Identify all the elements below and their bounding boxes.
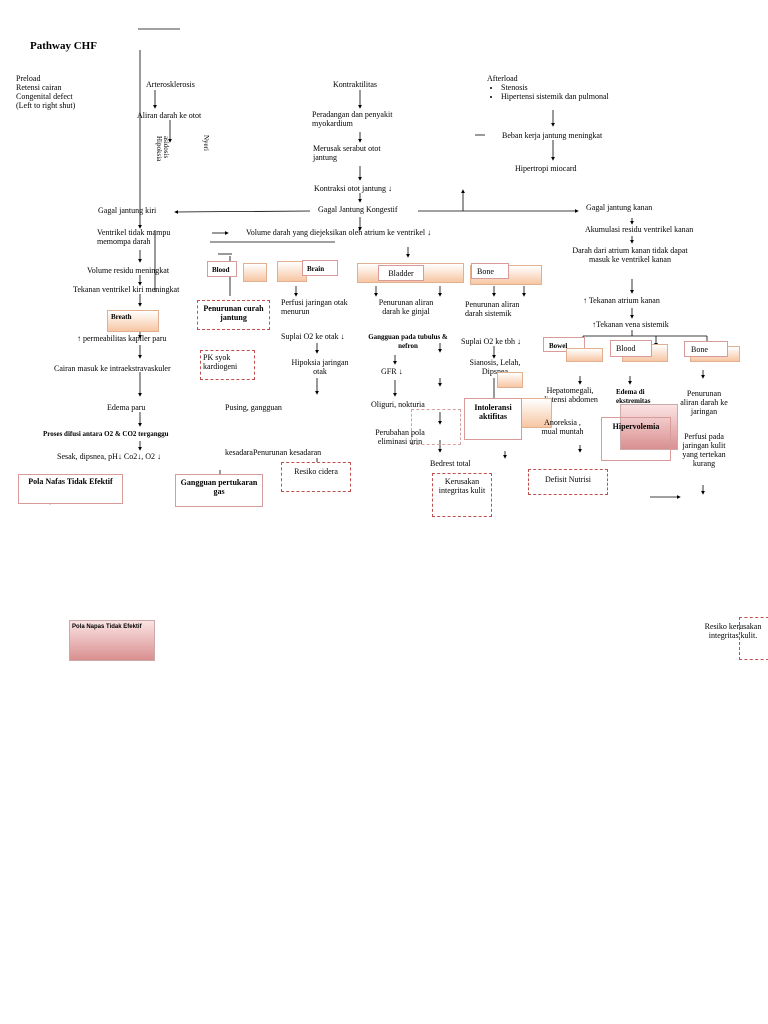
box-bowel-shade (566, 348, 603, 362)
node-penurunan-jaringan: Penurunan aliran darah ke jaringan (680, 389, 728, 416)
problem-kerusakan-kulit-text: Kerusakan integritas kulit (438, 477, 486, 495)
box-bone-2-label: Bone (691, 345, 708, 354)
node-afterload: Afterload Stenosis Hipertensi sistemik d… (487, 74, 609, 101)
node-gangguan-tubulus: Gangguan pada tubulus & nefron (368, 333, 448, 350)
node-sesak: Sesak, dipsnea, pH↓ Co2↓, O2 ↓ (57, 452, 161, 461)
node-perfusi-kulit: Perfusi pada jaringan kulit yang terteka… (682, 432, 726, 468)
box-blood-1-label: Blood (212, 266, 230, 274)
node-suplai-otak: Suplai O2 ke otak ↓ (281, 332, 345, 341)
box-brain-label: Brain (307, 265, 325, 273)
box-bowel-label: Bowel (549, 342, 568, 350)
box-breath (107, 310, 159, 332)
node-kontraksi: Kontraksi otot jantung ↓ (314, 184, 392, 193)
box-blood-2-label: Blood (616, 344, 636, 353)
problem-pola-napas-lower-text: Pola Napas Tidak Efektif (72, 624, 142, 630)
node-anoreksia: Anoreksia , mual muntah (541, 418, 584, 436)
afterload-title: Afterload (487, 74, 518, 83)
node-arterosklerosis: Arterosklerosis (146, 80, 195, 89)
node-aliran-darah: Aliran darah ke otot (137, 111, 202, 120)
node-edema-paru: Edema paru (107, 403, 146, 412)
box-bone-1-label: Bone (477, 267, 494, 276)
box-blood-1: Blood (207, 261, 237, 277)
box-blood-2: Blood (610, 340, 652, 357)
cause-item: Preload (16, 74, 41, 83)
problem-gangguan-pertukaran-text: Gangguan pertukaran gas (180, 478, 258, 496)
problem-resiko-cidera: Resiko cidera (281, 462, 351, 492)
problem-gangguan-pertukaran: Gangguan pertukaran gas (175, 474, 263, 507)
problem-resiko-kerusakan-frame (739, 617, 768, 660)
node-permeabilitas: ↑ permeabilitas kapiler paru (77, 334, 167, 343)
node-oliguri: Oliguri, nokturia (371, 400, 425, 409)
problem-resiko-cidera-text: Resiko cidera (294, 467, 338, 476)
cause-item: Congenital defect (16, 92, 73, 101)
node-pusing: Pusing, gangguan (225, 403, 282, 412)
node-perfusi-otak: Perfusi jaringan otak menurun (281, 298, 348, 316)
afterload-item: Stenosis (501, 83, 609, 92)
node-kontraktilitas: Kontraktilitas (333, 80, 377, 89)
node-merusak: Merusak serabut otot jantung (313, 144, 381, 162)
problem-hipervolemia-text: Hipervolemia (612, 422, 660, 431)
node-akumulasi: Akumulasi residu ventrikel kanan (585, 225, 694, 234)
node-suplai-tbh: Suplai O2 ke tbh ↓ (461, 337, 521, 346)
node-tekanan-ventrikel: Tekanan ventrikel kiri meningkat (73, 285, 180, 294)
node-perubahan-pola: Perubahan pola eliminasi urin (375, 428, 425, 446)
problem-intoleransi: Intoleransi aktifitas (464, 398, 522, 440)
diagram-title: Pathway CHF (30, 40, 97, 52)
problem-penurunan-curah: Penurunan curah jantung (197, 300, 270, 330)
node-nyeri-vertical: Nyeri (202, 135, 210, 151)
node-gfr: GFR ↓ (381, 367, 403, 376)
node-kesadaran: kesadaraPenurunan kesadaran (225, 448, 322, 457)
node-tekanan-vena: ↑Tekanan vena sistemik (592, 320, 669, 329)
problem-hipervolemia: Hipervolemia (601, 417, 671, 461)
box-brain: Brain (302, 260, 338, 276)
node-gagal-kiri: Gagal jantung kiri (98, 206, 157, 215)
node-sianosis-shade (497, 372, 523, 388)
problem-pk-syok-text: PK syok kardiogeni (203, 353, 238, 371)
problem-pola-napas-lower: Pola Napas Tidak Efektif (69, 620, 155, 661)
problem-penurunan-curah-text: Penurunan curah jantung (203, 304, 264, 322)
node-peradangan: Peradangan dan penyakit myokardium (312, 110, 393, 128)
node-ventrikel: Ventrikel tidak mampu memompa darah (97, 228, 171, 246)
box-breath-label: Breath (111, 313, 132, 321)
node-sianosis: Sianosis, Lelah, Dipsnea (469, 358, 521, 376)
afterload-item: Hipertensi sistemik dan pulmonal (501, 92, 609, 101)
node-proses-difusi: Proses difusi antara O2 & CO2 terganggu (43, 430, 169, 438)
node-darah-atrium: Darah dari atrium kanan tidak dapat masu… (572, 246, 688, 264)
node-hipoksia-otak: Hipoksia jaringan otak (291, 358, 349, 376)
node-volume-residu: Volume residu meningkat (87, 266, 170, 275)
node-volume-darah: Volume darah yang diejeksikan oleh atriu… (246, 228, 432, 237)
problem-kerusakan-kulit: Kerusakan integritas kulit (432, 473, 492, 517)
box-bladder-label: Bladder (388, 269, 414, 278)
problem-pola-nafas-text: Pola Nafas Tidak Efektif (28, 477, 113, 486)
node-penurunan-sistemik: Penurunan aliran darah sistemik (465, 300, 520, 318)
cause-item: (Left to right shut) (16, 101, 76, 110)
box-bone-2: Bone (684, 341, 728, 357)
node-bedrest: Bedrest total (430, 459, 471, 468)
node-beban-kerja: Beban kerja jantung meningkat (502, 131, 603, 140)
node-hipertropi: Hipertropi miocard (515, 164, 577, 173)
problem-pk-syok: PK syok kardiogeni (200, 350, 255, 380)
box-blood-1-shade (243, 263, 267, 282)
problem-pola-nafas: Pola Nafas Tidak Efektif (18, 474, 123, 504)
node-edema-ekstremitas: Edema di ekstremitas (616, 388, 651, 405)
problem-resiko-kerusakan: Resiko kerusakan integritas kulit. (704, 622, 762, 640)
problem-hipervolemia-shade (620, 404, 678, 450)
problem-defisit-nutrisi: Defisit Nutrisi (528, 469, 608, 495)
node-cairan-masuk: Cairan masuk ke intraekstravaskuler (54, 364, 171, 373)
node-asidosis-vertical: asidosis (162, 136, 170, 159)
problem-defisit-nutrisi-text: Defisit Nutrisi (545, 475, 591, 484)
left-causes: Preload Retensi cairan Congenital defect… (16, 74, 75, 110)
node-gagal-kongestif: Gagal Jantung Kongestif (318, 205, 398, 214)
node-oliguri-frame (411, 409, 461, 445)
cause-item: Retensi cairan (16, 83, 62, 92)
node-penurunan-ginjal: Penurunan aliran darah ke ginjal (378, 298, 434, 316)
node-hepatomegali: Hepatomegali, distensi abdomen (542, 386, 598, 404)
box-bone-1: Bone (471, 263, 509, 279)
problem-intoleransi-text: Intoleransi aktifitas (474, 403, 512, 421)
box-bladder: Bladder (378, 265, 424, 281)
node-tekanan-atrium: ↑ Tekanan atrium kanan (583, 296, 660, 305)
node-gagal-kanan: Gagal jantung kanan (586, 203, 653, 212)
